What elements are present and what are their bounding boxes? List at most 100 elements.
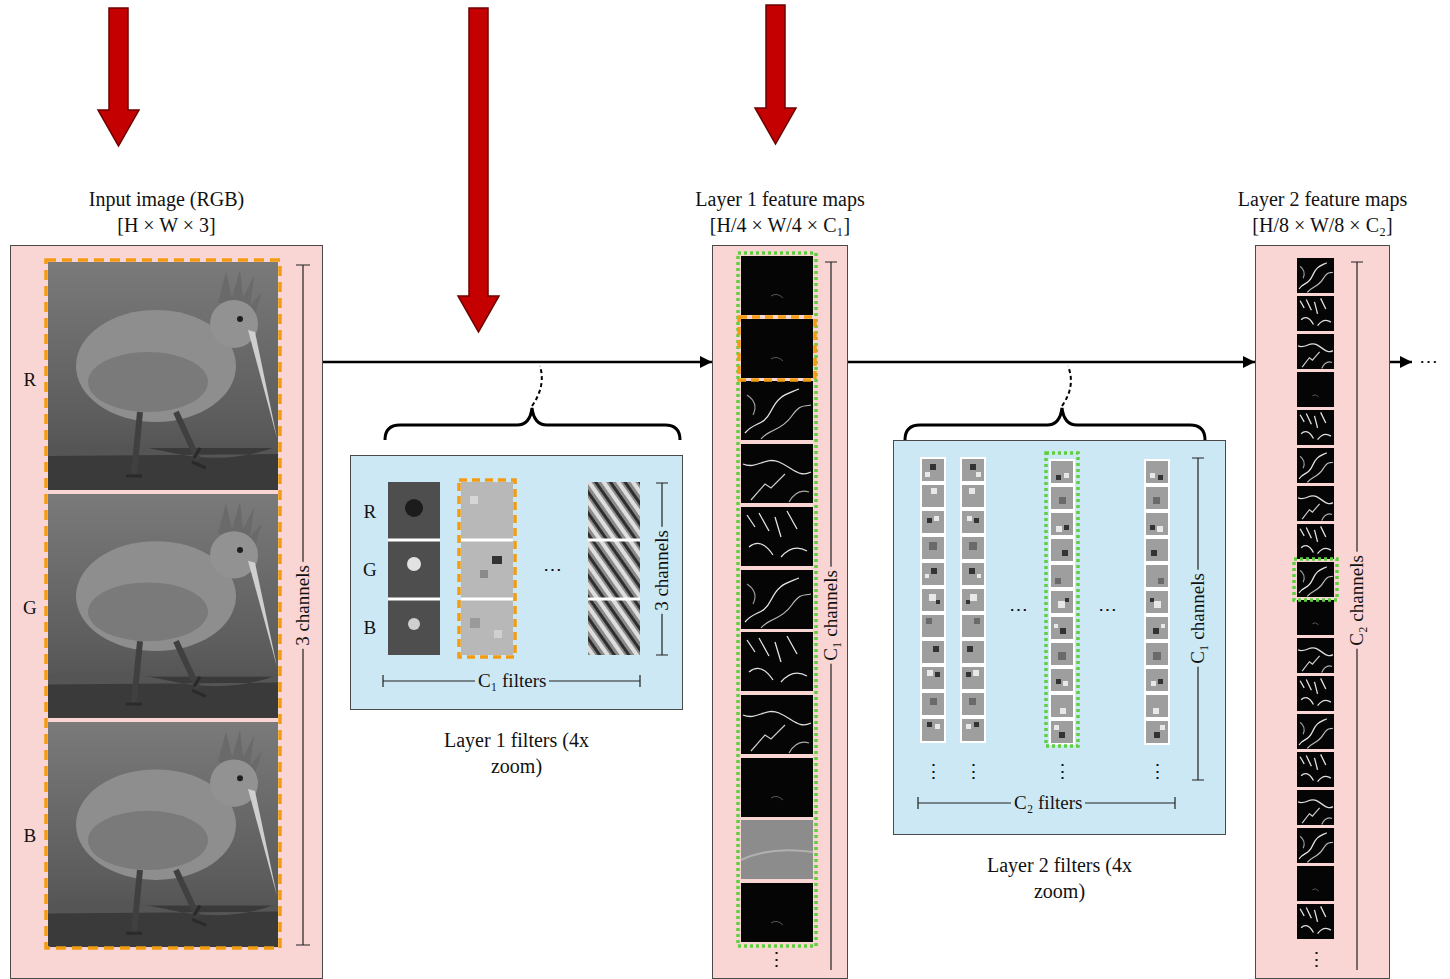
panel-heading: Layer 2 feature maps — [1198, 186, 1448, 212]
ellipsis: ⋮ — [1145, 762, 1170, 783]
illustration-part — [459, 480, 515, 657]
layer1-filters — [388, 480, 640, 657]
illustration-part — [388, 482, 440, 655]
illustration-part — [470, 496, 478, 504]
illustration-part — [961, 458, 985, 742]
shape-label: [H × W × 3] — [37, 212, 297, 238]
flow-arrow — [848, 361, 1255, 364]
illustration-part — [48, 262, 278, 490]
illustration-part — [48, 722, 278, 947]
illustration-part — [385, 408, 680, 440]
illustration-part — [1297, 828, 1334, 863]
heading-block: Layer 2 feature maps[H/8 × W/8 × C₂] — [1198, 186, 1448, 238]
flow-arrow — [323, 361, 712, 364]
dimension-label: 3 channels — [292, 562, 313, 649]
illustration-part — [741, 850, 813, 860]
illustration-part — [741, 820, 813, 879]
illustration-part — [407, 557, 421, 571]
illustration-part — [461, 539, 513, 542]
illustration-part — [893, 440, 1226, 835]
illustration-part — [532, 366, 542, 406]
heading-block: Layer 1 feature maps[H/4 × W/4 × C₁] — [655, 186, 905, 238]
illustration-part — [741, 507, 813, 566]
heading-block: Layer 1 filters (4x zoom) — [442, 727, 592, 779]
shape-label: [H/8 × W/8 × C₂] — [1198, 212, 1448, 238]
panel-heading: Layer 1 filters (4x zoom) — [442, 727, 592, 779]
illustration-part — [1297, 258, 1334, 293]
illustration-part — [1297, 486, 1334, 521]
panel-heading: Input image (RGB) — [37, 186, 297, 212]
illustration-part — [1297, 524, 1334, 559]
illustration-part — [1297, 562, 1334, 597]
ellipsis: ⋮ — [1050, 762, 1075, 783]
illustration-part — [1297, 866, 1334, 901]
channel-letter: G — [360, 560, 380, 581]
illustration-part — [738, 253, 816, 946]
illustration-part — [588, 539, 640, 542]
illustration-part — [741, 695, 813, 754]
illustration-part — [458, 8, 499, 332]
dimension-label: C₂ filters — [1011, 793, 1085, 814]
channel-letter: B — [21, 826, 40, 847]
illustration-part — [1297, 600, 1334, 635]
illustration-part — [588, 482, 640, 655]
shape-label: [H/4 × W/4 × C₁] — [655, 212, 905, 238]
illustration-part — [46, 260, 280, 948]
illustration-part — [588, 598, 640, 601]
ellipsis: ⋯ — [540, 560, 565, 581]
illustration-part — [1297, 790, 1334, 825]
dimension-label: C₁ channels — [820, 567, 841, 664]
illustration-part — [461, 598, 513, 601]
illustration-part — [1145, 460, 1169, 744]
illustration-part — [741, 883, 813, 942]
layer2-filters — [921, 453, 1169, 746]
illustration-part — [405, 499, 423, 517]
dimension-label: C₁ filters — [475, 671, 549, 692]
layer1-feature-maps — [738, 253, 816, 946]
illustration-part — [1255, 245, 1390, 979]
panel-fills — [10, 245, 1390, 979]
illustration-part — [739, 317, 815, 380]
illustration-part — [10, 245, 323, 979]
illustration-part — [1297, 448, 1334, 483]
ellipsis: ⋮ — [1304, 950, 1329, 971]
illustration-part — [1050, 460, 1074, 744]
braces — [385, 408, 1205, 440]
illustration-part — [1297, 638, 1334, 673]
input-panel: Input image (RGB)[H × W × 3] — [10, 245, 323, 979]
illustration-part — [1297, 676, 1334, 711]
illustration-part — [1297, 904, 1334, 939]
illustration-part — [712, 245, 848, 979]
illustration-part — [388, 539, 440, 542]
illustration-part — [408, 618, 420, 630]
illustration-part — [741, 319, 813, 378]
ellipsis: ⋮ — [764, 950, 789, 971]
illustration-part — [388, 598, 440, 601]
illustration-part — [48, 494, 278, 718]
illustration-part — [461, 482, 513, 655]
illustration-part — [470, 618, 480, 628]
feature-map-panel: Layer 2 feature maps[H/8 × W/8 × C₂] — [1255, 245, 1390, 979]
illustration-part — [755, 5, 796, 144]
channel-letter: B — [361, 618, 380, 639]
illustration-part — [494, 630, 502, 638]
illustration-part — [1297, 372, 1334, 407]
illustration-part — [1297, 296, 1334, 331]
ellipsis: ⋮ — [921, 762, 946, 783]
panel-heading: Layer 2 filters (4x zoom) — [985, 852, 1135, 904]
dimension-lines — [296, 262, 1363, 970]
ellipsis: ⋯ — [1416, 352, 1441, 373]
illustration-part — [1297, 714, 1334, 749]
illustration-part — [350, 455, 683, 710]
illustration-part — [1294, 559, 1337, 600]
channel-letter: R — [21, 370, 40, 391]
illustration-part — [1046, 453, 1078, 746]
brace-leaders — [532, 366, 1071, 406]
input-image-channels — [46, 260, 280, 948]
illustration-part — [1297, 410, 1334, 445]
dimension-label: C₂ channels — [1346, 552, 1367, 649]
illustration-part — [741, 256, 813, 315]
illustration-part — [98, 8, 139, 146]
